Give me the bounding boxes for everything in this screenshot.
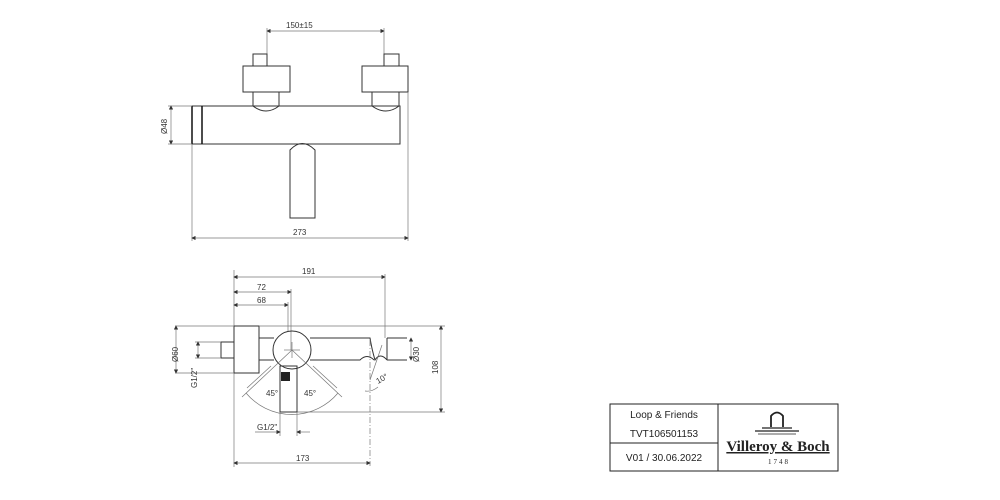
dim-depth: 108 <box>431 360 440 374</box>
connector-left <box>252 92 280 112</box>
connector-right <box>371 92 400 112</box>
dim-68: 68 <box>257 296 266 305</box>
rotation-arc <box>245 392 339 415</box>
inlet-stub <box>220 341 235 359</box>
brand-name: Villeroy & Boch <box>726 439 830 455</box>
dim-body-diameter: Ø48 <box>160 118 169 134</box>
dim-72: 72 <box>257 283 266 292</box>
angle-spout: 10° <box>375 372 390 386</box>
title-block: Loop & Friends TVT106501153 V01 / 30.06.… <box>609 403 839 472</box>
dim-173: 173 <box>296 454 310 463</box>
diverter-outlet <box>279 365 298 413</box>
angle-right: 45° <box>304 389 316 398</box>
spout <box>289 143 316 219</box>
version-date: V01 / 30.06.2022 <box>626 453 703 464</box>
dim-total-width: 273 <box>293 228 307 237</box>
dim-spout-diameter: Ø30 <box>412 346 421 362</box>
dim-flange-diameter: Ø60 <box>171 346 180 362</box>
dim-191: 191 <box>302 267 316 276</box>
angle-left: 45° <box>266 389 278 398</box>
front-view: 150±15 Ø48 273 <box>160 21 409 241</box>
spout-body <box>310 337 388 362</box>
top-view: 191 72 68 Ø60 G1/2" Ø30 108 <box>171 267 445 467</box>
body <box>191 105 401 145</box>
diverter-knob <box>281 372 290 381</box>
inlet-stub-left <box>252 53 268 67</box>
handle-right <box>361 65 409 93</box>
dim-thread-bottom: G1/2" <box>257 423 277 432</box>
fountain-icon <box>770 411 784 427</box>
dim-thread-left: G1/2" <box>190 368 199 388</box>
dim-inlet-spacing: 150±15 <box>286 21 313 30</box>
brand-logo: Villeroy & Boch 1748 <box>726 411 830 466</box>
handle-circle <box>272 330 312 370</box>
product-name: Loop & Friends <box>630 410 698 421</box>
article-number: TVT106501153 <box>630 429 699 440</box>
brand-year: 1748 <box>768 458 790 466</box>
wall-flange <box>233 325 260 374</box>
handle-left <box>242 65 291 93</box>
inlet-stub-right <box>383 53 400 67</box>
